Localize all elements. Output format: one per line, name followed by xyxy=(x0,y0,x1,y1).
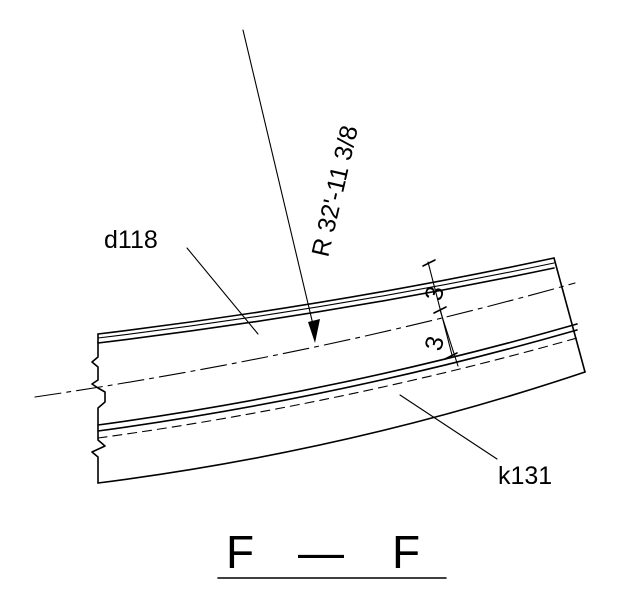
radius-arrowhead xyxy=(308,319,320,343)
radius-label: R 32'-11 3/8 xyxy=(307,123,364,259)
d118-leader xyxy=(186,247,259,335)
dimension-label-lower: 3 xyxy=(420,334,450,354)
top-rail-outer xyxy=(97,257,555,335)
part-label-k131: k131 xyxy=(498,462,552,490)
right-end-edge xyxy=(553,257,586,373)
section-title-dash: — xyxy=(298,526,344,578)
section-title-right: F xyxy=(392,526,420,578)
top-rail-inner xyxy=(97,267,555,344)
radius-leader xyxy=(242,29,316,334)
bottom-edge xyxy=(97,371,586,484)
k131-leader xyxy=(399,394,498,460)
top-rail-edge-2 xyxy=(97,262,555,339)
section-title-left: F xyxy=(226,526,254,578)
dimension-line xyxy=(427,261,453,356)
hidden-line xyxy=(97,337,578,439)
middle-line-upper xyxy=(97,323,578,426)
dimension-label-upper: 3 xyxy=(420,284,450,304)
dimension-tick-3 xyxy=(444,352,458,360)
left-break-line xyxy=(91,333,106,484)
centre-line xyxy=(34,282,576,398)
part-label-d118: d118 xyxy=(104,226,158,254)
dimension-tick-1 xyxy=(422,259,436,267)
dimension-extension xyxy=(439,309,459,367)
middle-line-lower xyxy=(97,329,578,432)
